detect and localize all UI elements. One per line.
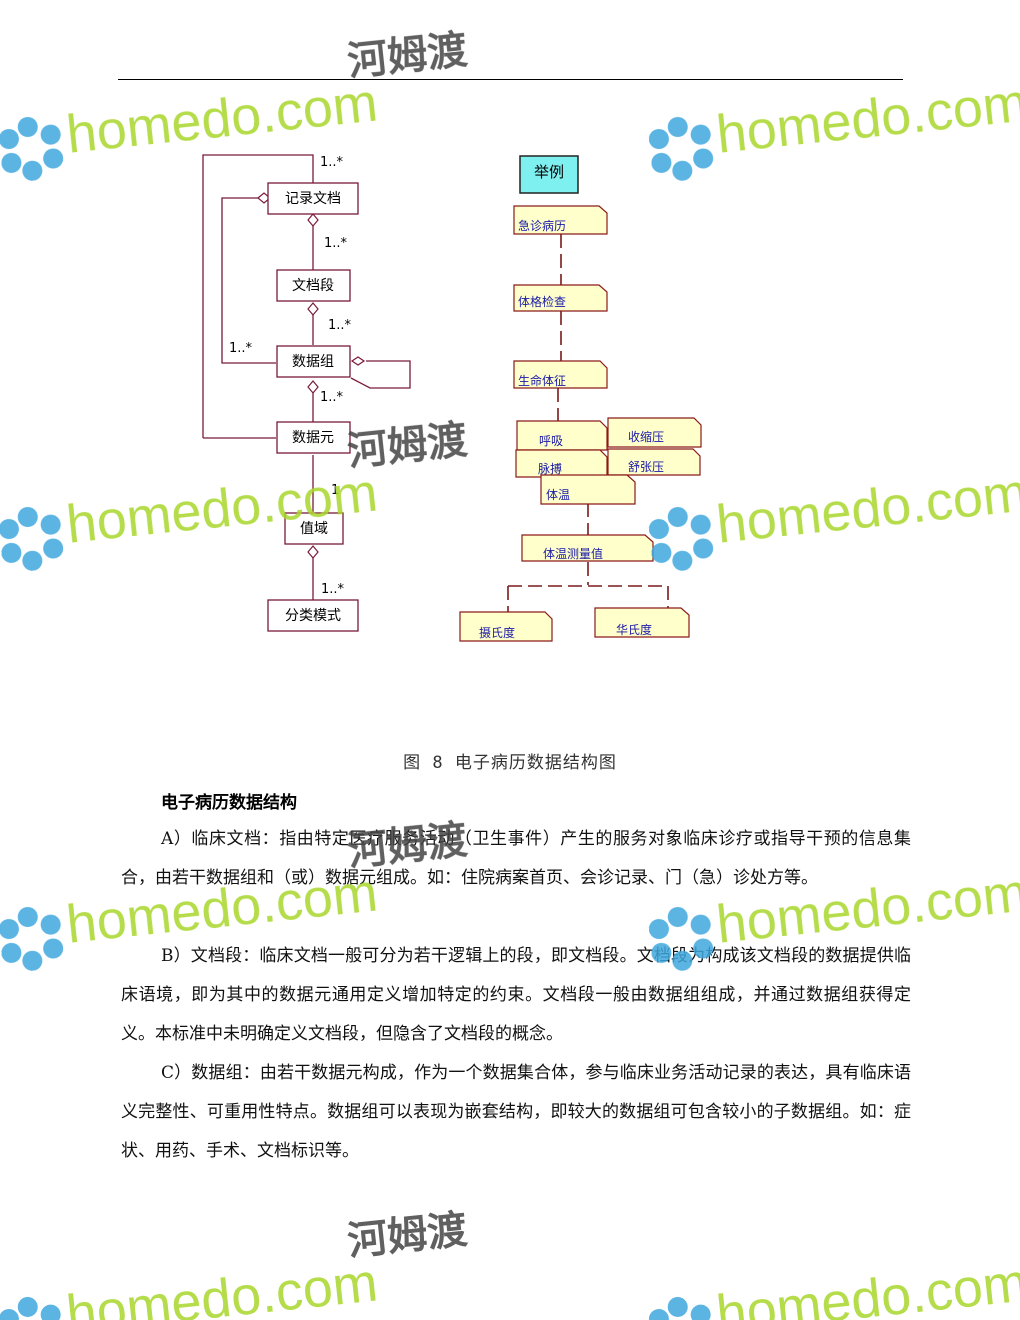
mult-top: 1..*	[320, 155, 344, 170]
figure-caption: 图 8 电子病历数据结构图	[403, 753, 617, 773]
box-doc-section: 文档段	[292, 278, 334, 294]
box-classification: 分类模式	[285, 608, 341, 624]
box-data-group: 数据组	[292, 354, 334, 370]
watermark-cn: 河姆渡	[345, 1207, 469, 1265]
watermark-latin: homedo.com	[64, 1252, 381, 1320]
box-record-doc: 记录文档	[285, 191, 341, 207]
mult-left: 1..*	[229, 341, 253, 356]
note-temp-value: 体温测量值	[543, 546, 603, 561]
header-rule	[118, 79, 903, 80]
example-title-box	[519, 155, 579, 194]
note-vital: 生命体征	[518, 373, 566, 388]
flower-icon	[648, 1296, 711, 1320]
note-physical: 体格检查	[518, 294, 566, 309]
flower-icon	[0, 906, 64, 971]
note-diastolic: 舒张压	[628, 460, 664, 474]
note-emergency: 急诊病历	[518, 218, 566, 233]
mult-element: 1..*	[320, 390, 344, 405]
mult-one: 1	[331, 483, 339, 498]
note-celsius: 摄氏度	[479, 625, 515, 640]
mult-section: 1..*	[324, 236, 348, 251]
watermark-latin: homedo.com	[714, 1252, 1020, 1320]
section-title: 电子病历数据结构	[161, 793, 297, 813]
mult-group: 1..*	[328, 318, 352, 333]
mult-class: 1..*	[321, 582, 345, 597]
paragraph-data-group: C）数据组：由若干数据元构成，作为一个数据集合体，参与临床业务活动记录的表达，具…	[121, 1063, 911, 1161]
example-title: 举例	[534, 163, 564, 181]
note-systolic: 收缩压	[628, 429, 664, 444]
box-data-element: 数据元	[292, 430, 334, 446]
note-fahrenheit: 华氏度	[616, 622, 652, 637]
paragraph-doc-section: B）文档段：临床文档一般可分为若干逻辑上的段，即文档段。文档段为构成该文档段的数…	[121, 946, 911, 1044]
note-breath: 呼吸	[539, 434, 563, 448]
flower-icon	[0, 1296, 61, 1320]
paragraph-clinical-doc: A）临床文档：指由特定医疗服务活动（卫生事件）产生的服务对象临床诊疗或指导干预的…	[121, 829, 911, 888]
note-pulse: 脉搏	[538, 461, 562, 476]
box-value-domain: 值域	[300, 521, 328, 537]
emr-structure-diagram: 记录文档 文档段 数据组 数据元 值域 分类模式 1..* 1..* 1..* …	[202, 154, 702, 642]
note-temp: 体温	[546, 488, 570, 502]
